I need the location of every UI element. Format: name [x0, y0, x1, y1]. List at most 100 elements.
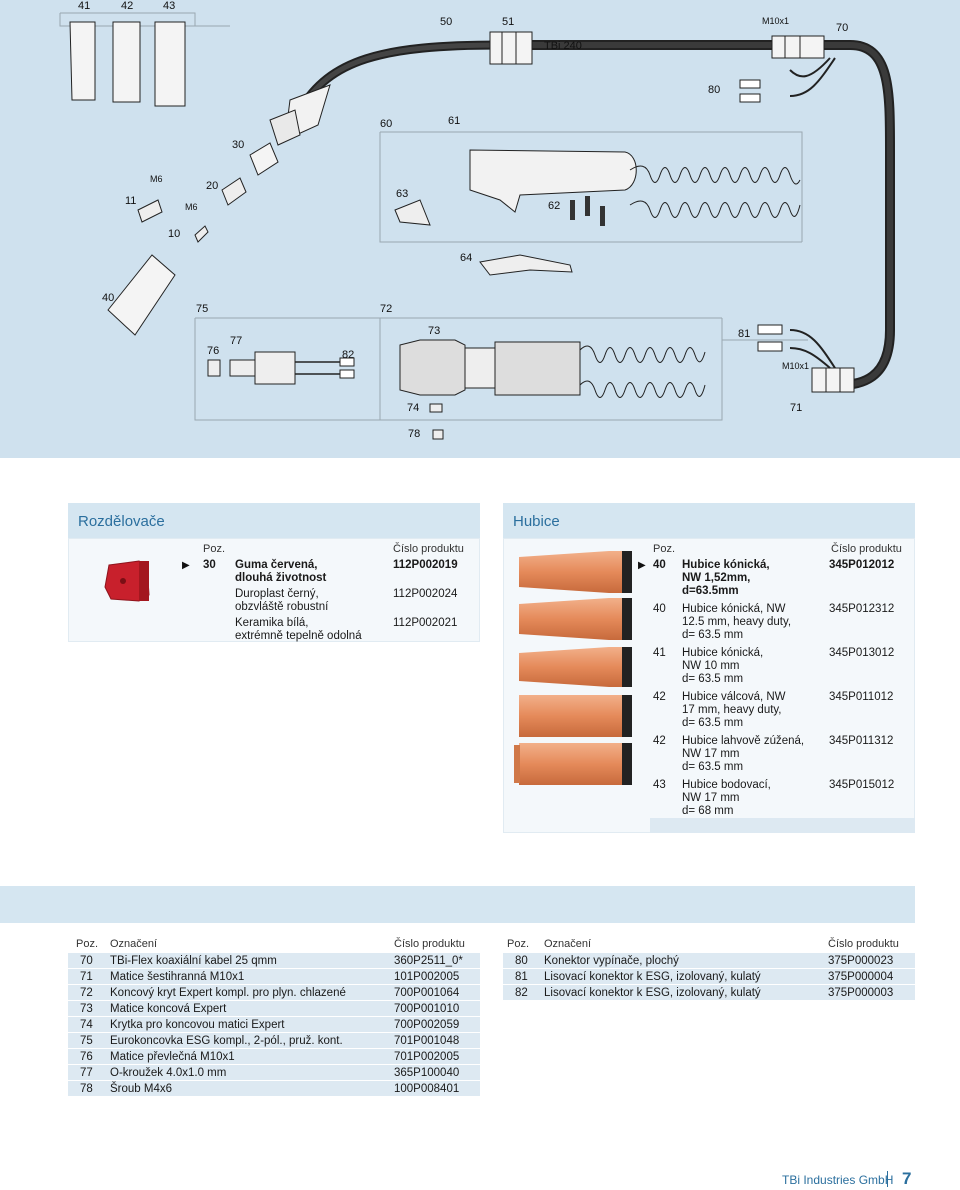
footer-brand: TBi Industries GmbH: [782, 1173, 894, 1187]
row-name: Lisovací konektor k ESG, izolovaný, kula…: [544, 971, 761, 983]
section-band: [0, 886, 915, 923]
diagram-label: 82: [342, 349, 355, 361]
diagram-label: 81: [738, 328, 751, 340]
row-code: 345P013012: [829, 647, 895, 659]
diagram-label: 73: [428, 325, 441, 337]
row-name: Hubice lahvově zúžená,: [682, 735, 805, 747]
row-name: Eurokoncovka ESG kompl., 2-pól., pruž. k…: [110, 1035, 343, 1047]
poz-header: Poz.: [203, 543, 226, 555]
row-name: d= 68 mm: [682, 805, 734, 817]
row-code: 345P015012: [829, 779, 895, 791]
row-poz: 30: [203, 559, 216, 571]
diagram-label: 70: [836, 22, 849, 34]
row-name: d=63.5mm: [682, 585, 739, 597]
row-name: obzvláště robustní: [235, 601, 329, 613]
row-name: Lisovací konektor k ESG, izolovaný, kula…: [544, 987, 761, 999]
row-name: Matice převlečná M10x1: [110, 1051, 235, 1063]
table-row: 81 Lisovací konektor k ESG, izolovaný, ku…: [503, 969, 915, 985]
row-name: Konektor vypínače, plochý: [544, 955, 679, 967]
diagram-label: 40: [102, 292, 115, 304]
name-header: Označení: [544, 938, 592, 950]
row-name: NW 1,52mm,: [682, 572, 751, 584]
row-code: 112P002024: [393, 588, 458, 600]
row-poz: 70: [80, 955, 93, 967]
diagram-label: M6: [150, 174, 163, 184]
row-name: O-kroužek 4.0x1.0 mm: [110, 1067, 227, 1079]
row-code: 700P001010: [394, 1003, 460, 1015]
page-number: 7: [902, 1169, 912, 1188]
row-name: Hubice bodovací,: [682, 779, 771, 791]
row-code: 700P002059: [394, 1019, 460, 1031]
product-header: Číslo produktu: [828, 938, 899, 950]
table-row: 76 Matice převlečná M10x1 701P002005: [68, 1049, 480, 1065]
row-code: 365P100040: [394, 1067, 460, 1079]
gas-diffuser-image: [104, 560, 150, 602]
diagram-label: 62: [548, 200, 561, 212]
rozdelovace-panel: Poz. Číslo produktu ▶ 30 Guma červená, d…: [68, 538, 480, 642]
footer-separator: [887, 1171, 888, 1187]
diagram-label: 76: [207, 345, 220, 357]
row-poz: 40: [653, 559, 666, 571]
row-poz: 71: [80, 971, 93, 983]
row-name: Hubice kónická,: [682, 559, 770, 571]
diagram-label: 10: [168, 228, 181, 240]
nozzles-images: [514, 551, 632, 785]
row-code: 345P011012: [829, 691, 894, 703]
row-code: 701P002005: [394, 1051, 460, 1063]
row-poz: 82: [515, 987, 528, 999]
row-poz: 75: [80, 1035, 93, 1047]
diagram-label: 77: [230, 335, 243, 347]
table-row: 82 Lisovací konektor k ESG, izolovaný, ku…: [503, 985, 915, 1001]
row-code: 700P001064: [394, 987, 460, 999]
row-poz: 76: [80, 1051, 93, 1063]
diagram-label: 51: [502, 16, 515, 28]
diagram-label: 50: [440, 16, 453, 28]
diagram-label: M6: [185, 202, 198, 212]
diagram-label: 11: [125, 195, 137, 207]
poz-header: Poz.: [507, 938, 530, 950]
row-name: extrémně tepelně odolná: [235, 630, 362, 642]
diagram-label: 30: [232, 139, 245, 151]
hubice-header: Hubice: [503, 503, 915, 538]
diagram-label: 63: [396, 188, 409, 200]
row-code: 112P002021: [393, 617, 458, 629]
row-code: 345P012012: [829, 559, 895, 571]
row-name: d= 63.5 mm: [682, 717, 744, 729]
product-header: Číslo produktu: [831, 543, 902, 555]
table-row: 75 Eurokoncovka ESG kompl., 2-pól., pruž.…: [68, 1033, 480, 1049]
row-name: dlouhá životnost: [235, 572, 327, 584]
hubice-footer-band: [650, 818, 915, 833]
diagram-label: 60: [380, 118, 393, 130]
diagram-drawing: [59, 12, 895, 440]
row-code: 100P008401: [394, 1083, 460, 1095]
row-code: 112P002019: [393, 559, 458, 571]
row-code: 701P001048: [394, 1035, 460, 1047]
row-name: 17 mm, heavy duty,: [682, 704, 782, 716]
row-poz: 78: [80, 1083, 93, 1095]
row-name: NW 17 mm: [682, 748, 740, 760]
diagram-label: 42: [121, 0, 134, 12]
table-row: 77 O-kroužek 4.0x1.0 mm 365P100040: [68, 1065, 480, 1081]
row-name: Keramika bílá,: [235, 617, 309, 629]
product-header: Číslo produktu: [394, 938, 465, 950]
row-name: Hubice kónická,: [682, 647, 764, 659]
diagram-label: 71: [790, 402, 803, 414]
row-poz: 77: [80, 1067, 93, 1079]
row-poz: 41: [653, 647, 666, 659]
row-name: d= 63.5 mm: [682, 673, 744, 685]
row-poz: 72: [80, 987, 93, 999]
rozdelovace-title: Rozdělovače: [78, 513, 165, 530]
row-name: Guma červená,: [235, 559, 318, 571]
row-code: 360P2511_0*: [394, 955, 463, 967]
rozdelovace-header: Rozdělovače: [68, 503, 480, 538]
row-poz: 81: [515, 971, 528, 983]
selected-marker-icon: ▶: [182, 560, 190, 571]
row-name: Hubice kónická, NW: [682, 603, 786, 615]
diagram-label: 20: [206, 180, 219, 192]
row-code: 375P000023: [828, 955, 894, 967]
diagram-label: 80: [708, 84, 721, 96]
